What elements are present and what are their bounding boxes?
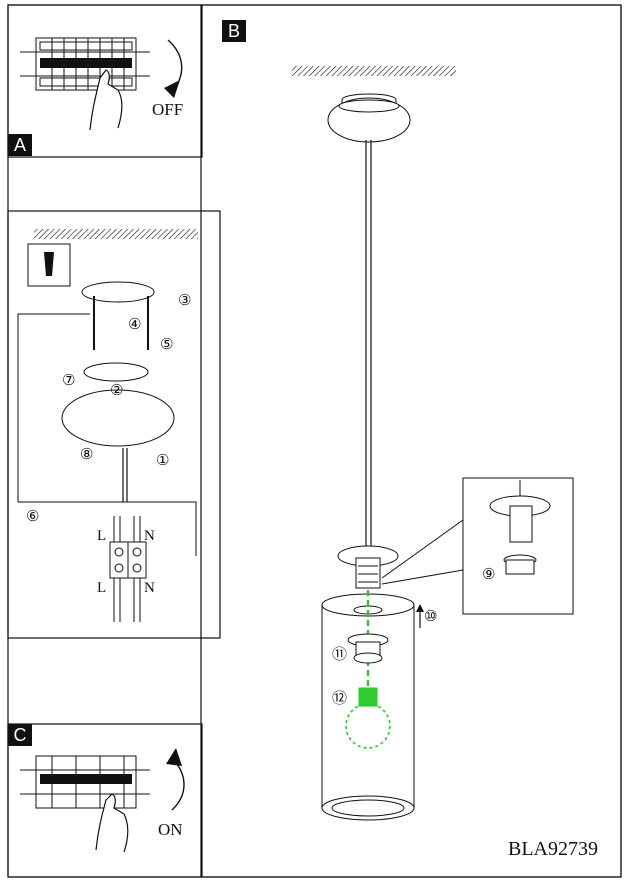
panel-b: [200, 4, 622, 878]
lamp-holder-cap: [337, 545, 399, 589]
panel-c-label: C: [8, 724, 32, 746]
wall-plug-icon: [27, 243, 71, 287]
ceiling-canopy: [327, 93, 411, 143]
step-1: ①: [156, 451, 170, 469]
light-bulb-icon: [345, 687, 391, 749]
step-4: ④: [128, 315, 142, 333]
panel-c: [7, 723, 203, 878]
step-9: ⑨: [482, 565, 496, 583]
breaker-box-icon: [20, 37, 150, 91]
mounting-bracket: [81, 281, 155, 303]
neutral-label-bottom: N: [144, 580, 155, 596]
ceiling-hatch: [292, 66, 456, 76]
hand-icon-on: [95, 793, 129, 853]
rotate-up-arrow-icon: [171, 757, 185, 811]
off-label: OFF: [152, 100, 184, 119]
step-5: ⑤: [160, 335, 174, 353]
mount-panel: [7, 210, 221, 639]
canopy-plate: [61, 389, 175, 447]
panel-b-label: B: [222, 20, 246, 42]
hand-icon: [89, 69, 123, 131]
on-label: ON: [158, 820, 183, 839]
panel-a-label: A: [8, 134, 32, 156]
glass-shade: [321, 593, 415, 821]
terminal-block: [109, 516, 147, 622]
step-12: ⑫: [332, 689, 348, 707]
step-8: ⑧: [80, 445, 94, 463]
neutral-label-top: N: [144, 528, 155, 544]
panel-a: [7, 4, 203, 158]
step-11: ⑪: [332, 645, 348, 663]
step-10: ⑩: [424, 607, 438, 625]
detail-inset-box: [381, 477, 574, 615]
step-3: ③: [178, 291, 192, 309]
live-label-bottom: L: [97, 580, 107, 596]
live-label-top: L: [97, 528, 107, 544]
socket-ring: [347, 633, 389, 664]
step-2: ②: [110, 381, 124, 399]
step-7: ⑦: [62, 371, 76, 389]
model-number: BLA92739: [508, 838, 598, 860]
step-6: ⑥: [26, 507, 40, 525]
